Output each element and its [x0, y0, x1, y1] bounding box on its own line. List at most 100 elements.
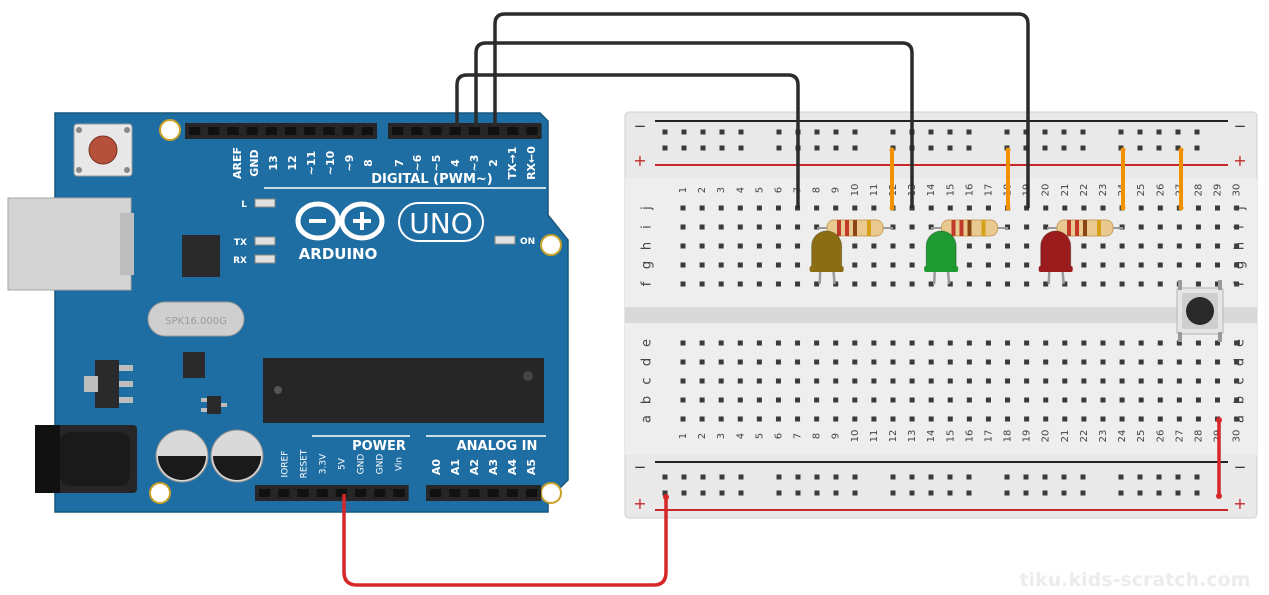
- header-pin: [430, 127, 442, 135]
- rail-hole: [1194, 490, 1200, 496]
- breadboard-hole: [737, 205, 743, 211]
- header-pin: [189, 127, 201, 135]
- rail-hole: [833, 145, 839, 151]
- breadboard-hole: [966, 378, 972, 384]
- breadboard-hole: [928, 378, 934, 384]
- breadboard-hole: [718, 416, 724, 422]
- rail-hole: [833, 129, 839, 135]
- breadboard-hole: [1215, 359, 1221, 365]
- jumper-end: [889, 205, 895, 211]
- rail-hole: [662, 490, 668, 496]
- breadboard-hole: [1043, 224, 1049, 230]
- rail-hole: [1061, 490, 1067, 496]
- column-number-label: 28: [1193, 430, 1204, 443]
- rail-hole: [681, 145, 687, 151]
- breadboard-hole: [737, 281, 743, 287]
- digital-pin-label: 13: [267, 155, 280, 170]
- breadboard-hole: [909, 340, 915, 346]
- breadboard-hole: [1005, 281, 1011, 287]
- column-number-label: 7: [793, 433, 804, 439]
- breadboard-hole: [1176, 224, 1182, 230]
- breadboard-hole: [985, 397, 991, 403]
- crystal-oscillator: SPK16.000G: [147, 301, 245, 337]
- header-pin: [411, 127, 423, 135]
- rail-hole: [852, 474, 858, 480]
- breadboard-hole: [737, 224, 743, 230]
- rail-hole: [1194, 474, 1200, 480]
- rail-hole: [1194, 145, 1200, 151]
- rail-hole: [1175, 490, 1181, 496]
- breadboard-hole: [795, 416, 801, 422]
- breadboard-hole: [928, 205, 934, 211]
- breadboard-hole: [1234, 359, 1240, 365]
- breadboard-hole: [1195, 416, 1201, 422]
- rail-hole: [890, 490, 896, 496]
- breadboard-hole: [909, 243, 915, 249]
- breadboard-hole: [775, 262, 781, 268]
- resistors: [817, 219, 1123, 237]
- breadboard-hole: [1176, 416, 1182, 422]
- power-header-label: POWER: [352, 439, 406, 454]
- breadboard-hole: [833, 378, 839, 384]
- breadboard-hole: [1138, 262, 1144, 268]
- column-number-label: 5: [754, 433, 765, 439]
- breadboard-hole: [985, 378, 991, 384]
- breadboard-hole: [1234, 281, 1240, 287]
- breadboard-hole: [737, 359, 743, 365]
- breadboard-hole: [852, 397, 858, 403]
- header-pin: [374, 489, 386, 497]
- breadboard-hole: [1138, 281, 1144, 287]
- small-chip: [183, 352, 205, 378]
- brand-label: ARDUINO: [299, 245, 378, 263]
- rail-hole: [1023, 474, 1029, 480]
- transistor: [201, 396, 227, 414]
- signal-wire-pin3: [474, 41, 914, 208]
- watermark: tiku.kids-scratch.com: [1020, 569, 1251, 591]
- jumper-end: [1005, 205, 1011, 211]
- digital-pin-label: ~3: [468, 155, 481, 172]
- breadboard-hole: [1062, 340, 1068, 346]
- column-number-label: 4: [735, 187, 746, 193]
- rail-hole: [1156, 145, 1162, 151]
- breadboard-hole: [699, 243, 705, 249]
- mounting-hole: [540, 482, 562, 504]
- breadboard-hole: [1005, 378, 1011, 384]
- digital-pin-label: ~11: [305, 151, 318, 176]
- reset-button[interactable]: [73, 123, 133, 177]
- breadboard-hole: [699, 262, 705, 268]
- resistor: [1047, 219, 1123, 237]
- rx-led: [254, 254, 276, 264]
- rail-hole: [814, 129, 820, 135]
- resistor: [817, 219, 893, 237]
- breadboard-hole: [909, 281, 915, 287]
- breadboard-hole: [1215, 243, 1221, 249]
- breadboard-hole: [775, 416, 781, 422]
- column-number-label: 23: [1098, 430, 1109, 443]
- digital-pin-label: GND: [248, 149, 261, 176]
- column-number-label: 15: [945, 184, 956, 197]
- rail-hole: [1137, 474, 1143, 480]
- push-button[interactable]: [1176, 280, 1224, 342]
- rail-hole: [738, 490, 744, 496]
- breadboard-hole: [871, 205, 877, 211]
- breadboard-hole: [737, 397, 743, 403]
- breadboard-hole: [1138, 378, 1144, 384]
- breadboard-hole: [795, 243, 801, 249]
- breadboard-hole: [775, 224, 781, 230]
- breadboard-hole: [680, 205, 686, 211]
- breadboard-hole: [833, 340, 839, 346]
- pin-header: [388, 123, 542, 139]
- analog-header-label: ANALOG IN: [457, 439, 538, 454]
- breadboard-hole: [680, 359, 686, 365]
- breadboard-hole: [1005, 340, 1011, 346]
- breadboard-hole: [890, 262, 896, 268]
- breadboard-hole: [775, 397, 781, 403]
- breadboard-hole: [1119, 262, 1125, 268]
- orange-jumper-wires: [889, 147, 1184, 211]
- breadboard-hole: [1215, 205, 1221, 211]
- breadboard-hole: [1043, 378, 1049, 384]
- breadboard-hole: [795, 359, 801, 365]
- column-number-label: 14: [926, 430, 937, 443]
- header-pin: [278, 489, 290, 497]
